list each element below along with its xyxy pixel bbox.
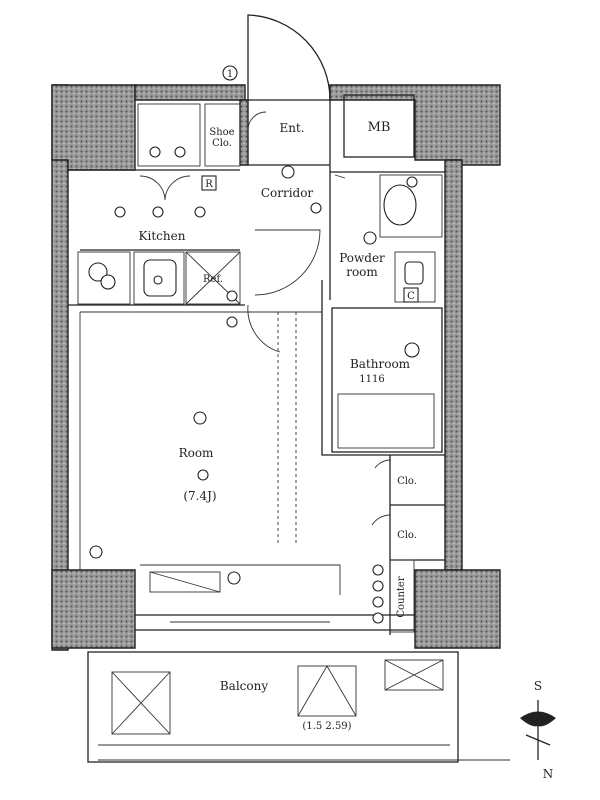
bathroom-label-line2: 1116 xyxy=(359,374,384,385)
doors xyxy=(139,14,391,526)
exterior-walls xyxy=(51,84,501,651)
powder-room-label-line1: Powder xyxy=(339,251,385,265)
compass-wing-icon xyxy=(520,711,556,727)
mb-label: MB xyxy=(368,120,391,135)
shoe-closet-label-line2: Clo. xyxy=(212,138,232,149)
entrance-label: Ent. xyxy=(279,121,304,135)
closet-label-1: Clo. xyxy=(397,476,417,487)
compass-north-label: N xyxy=(543,767,554,781)
corridor-label: Corridor xyxy=(261,186,314,200)
counter-label: Counter xyxy=(396,576,407,617)
compass-south-label: S xyxy=(534,679,542,693)
powder-room-label-line2: room xyxy=(346,265,378,279)
marker-r-label: R xyxy=(205,179,213,190)
kitchen-label: Kitchen xyxy=(139,229,186,243)
balcony-label: Balcony xyxy=(220,679,268,693)
refrigerator-label-line1: Ref. xyxy=(203,274,223,285)
room-size-label: (7.4J) xyxy=(183,489,216,503)
interior-walls xyxy=(68,94,510,763)
compass: S N xyxy=(520,679,556,781)
marker-c-label: C xyxy=(407,291,415,302)
fixtures xyxy=(88,65,424,624)
door-mark-label: 1 xyxy=(227,69,233,80)
closet-label-2: Clo. xyxy=(397,530,417,541)
shoe-closet-label-line1: Shoe xyxy=(209,127,234,138)
room-label: Room xyxy=(179,446,214,460)
balcony-note-label: (1.5 2.59) xyxy=(302,721,351,732)
bathroom-label-line1: Bathroom xyxy=(350,357,411,371)
